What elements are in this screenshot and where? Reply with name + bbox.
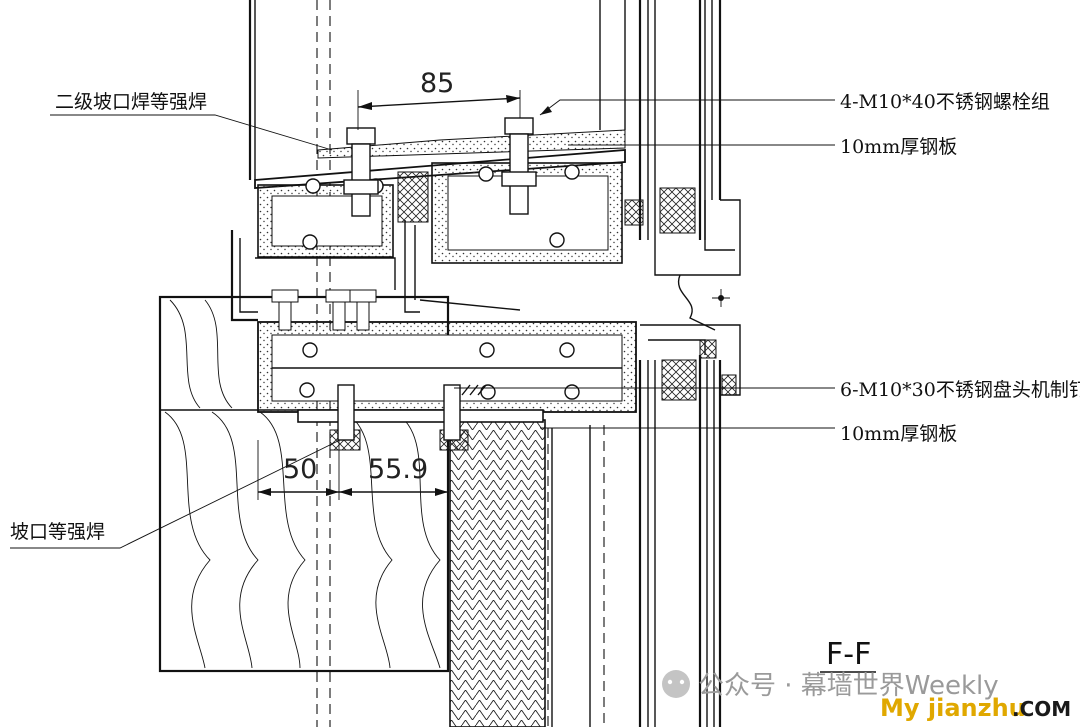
steel-column [248,0,331,727]
leaders [10,99,835,549]
dim-85: 85 [357,68,521,130]
dim-559-label: 55.9 [368,454,428,485]
callout-bottom-left: 坡口等强焊 [10,521,105,543]
bolt-group [271,117,537,441]
callout-bolt-group: 4-M10*40不锈钢螺栓组 [840,91,1050,113]
watermark-text: 公众号 · 幕墙世界Weekly [698,671,999,701]
wechat-icon [662,670,690,698]
cladding-panel [449,419,605,727]
callout-top-left: 二级坡口焊等强焊 [55,91,207,113]
dim-85-label: 85 [420,68,454,99]
callout-plate-lower: 10mm厚钢板 [840,423,957,445]
upper-profile [230,129,626,322]
callout-screws: 6-M10*30不锈钢盘头机制钉 [840,379,1080,401]
site-suffix: .COM [1012,697,1071,721]
section-label: F-F [826,637,871,672]
dim-50-55: 50 55.9 [257,440,449,500]
glazing-unit [599,0,741,727]
site-prefix: My jianzhu [880,694,1026,722]
dim-50-label: 50 [283,454,317,485]
screw-bosses [299,164,580,400]
callout-plate-upper: 10mm厚钢板 [840,136,957,158]
